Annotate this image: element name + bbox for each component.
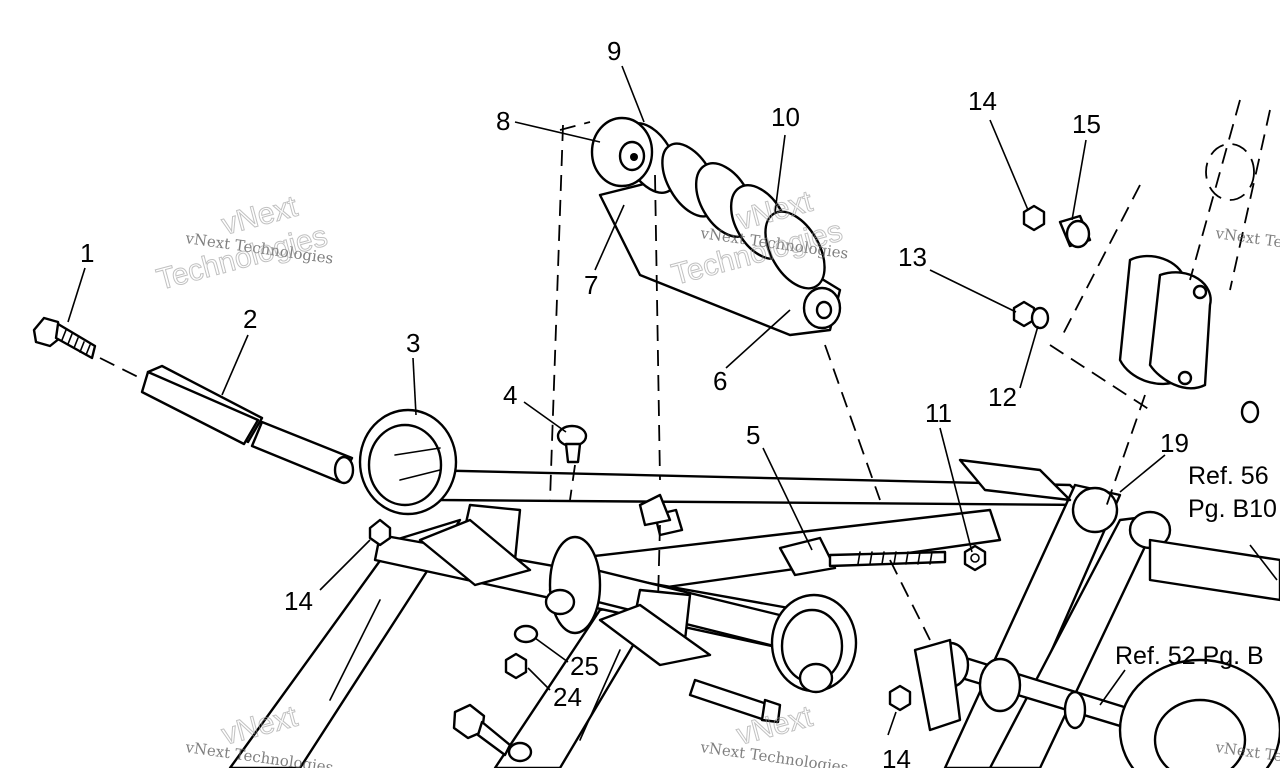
callout-13: 13	[898, 242, 927, 272]
lower-shaft-wheel	[913, 638, 1280, 768]
nut-13	[1012, 300, 1036, 328]
callout-14-left: 14	[284, 586, 313, 616]
pivot-cup-right	[770, 593, 858, 694]
callout-4: 4	[503, 380, 517, 410]
washer-12	[1030, 306, 1050, 330]
nut-14-top	[1022, 204, 1046, 232]
right-mount	[1118, 254, 1260, 424]
eye-bolt-5	[778, 536, 947, 577]
nut-14-left	[368, 518, 392, 547]
callout-labels: 1 2 3 4 5 6 7 8 9 10 11 12 13 14 15 19 1…	[80, 36, 1189, 768]
bolt-long	[688, 678, 782, 724]
rail-beams	[228, 518, 662, 768]
callout-1: 1	[80, 238, 94, 268]
callout-8: 8	[496, 106, 510, 136]
ref-56-label: Ref. 56	[1188, 462, 1269, 490]
callout-6: 6	[713, 366, 727, 396]
leader-lines	[67, 65, 1278, 736]
screw-4	[556, 424, 588, 464]
nut-14-bottom	[888, 684, 912, 712]
nut-24	[504, 652, 528, 680]
spacer-2	[140, 364, 355, 485]
callout-12: 12	[988, 382, 1017, 412]
shaft-brackets	[418, 503, 712, 667]
spacer-15	[1058, 214, 1092, 249]
callout-19: 19	[1160, 428, 1189, 458]
pg-b10-label: Pg. B10	[1188, 495, 1277, 523]
callout-3: 3	[406, 328, 420, 358]
callout-11: 11	[925, 398, 952, 428]
watermark-text: vNext Technologies	[1213, 224, 1280, 263]
washer-25	[513, 624, 539, 644]
callout-24: 24	[553, 682, 582, 712]
callout-14-top: 14	[968, 86, 997, 116]
ref-52-label: Ref. 52 Pg. B	[1115, 642, 1264, 670]
nut-11	[963, 544, 987, 572]
bushing	[638, 493, 684, 537]
bolt-1	[32, 316, 97, 360]
assembly-lines	[549, 121, 1146, 641]
callout-10: 10	[771, 102, 800, 132]
reference-notes: Ref. 56 Pg. B10 Ref. 52 Pg. B	[1115, 462, 1277, 670]
callout-25: 25	[570, 651, 599, 681]
callout-14-bottom: 14	[882, 744, 911, 768]
callout-2: 2	[243, 304, 257, 334]
callout-15: 15	[1072, 109, 1101, 139]
pivot-cup-3	[358, 408, 458, 516]
callout-9: 9	[607, 36, 621, 66]
callout-7: 7	[584, 270, 598, 300]
callout-5: 5	[746, 420, 760, 450]
shock-absorber	[590, 116, 842, 337]
right-dashed-shock	[1049, 99, 1271, 411]
bolt-23	[452, 703, 533, 763]
